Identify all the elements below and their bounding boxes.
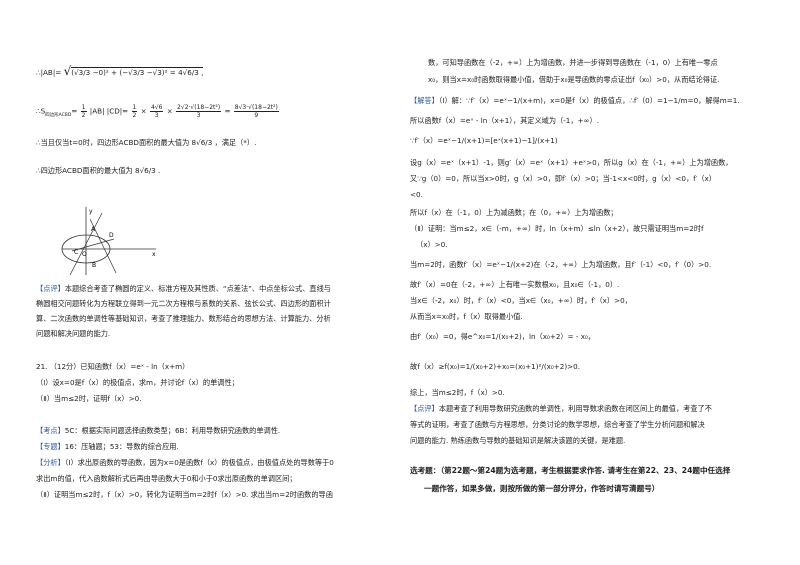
zhuanti-line: 【专题】16：压轴题；53：导数的综合应用. — [36, 442, 179, 451]
comment-line-4: 问题和解决问题的能力. — [36, 329, 111, 338]
right-line-8: <0. — [410, 190, 423, 199]
fenxi-tag: 【分析】 — [36, 458, 65, 467]
question-21-part-1: （Ⅰ）设x=0是f（x）的极值点，求m，并讨论f（x）的单调性； — [36, 378, 239, 387]
ellipse-figure: A C D B O x y — [61, 207, 156, 276]
label-y: y — [89, 208, 93, 215]
right-line-13: 故f′（x）=0在（-2，+∞）上有唯一实数根x₀，且x₀∈（-1，0）. — [410, 280, 620, 289]
kaodian-line: 【考点】5C：根据实际问题选择函数类型；6B：利用导数研究函数的单调性. — [36, 426, 281, 435]
question-21-part-2: （Ⅱ）当m≤2时，证明f（x）>0. — [36, 394, 142, 403]
right-line-18: 综上，当m≤2时，f（x）>0. — [410, 388, 505, 397]
max-area-conclusion: ∴四边形ACBD面积的最大值为 8√6/3 . — [36, 166, 161, 175]
right-line-17: 故f（x）≥f(x₀)=1/(x₀+2)+x₀=(x₀+1)²/(x₀+2)>0… — [410, 362, 581, 371]
right-line-15: 从而当x=x₀时，f（x）取得最小值. — [410, 312, 523, 321]
right-line-11: （x）>0. — [416, 240, 448, 249]
right-line-10: （Ⅱ）证明：当m≤2，x∈（-m，+∞）时，ln（x+m）≤ln（x+2），故只… — [410, 224, 704, 233]
right-line-12: 当m=2时，函数f′（x）=eˣ−1/(x+2)在（-2，+∞）上为增函数，且f… — [410, 260, 712, 269]
line-ab — [69, 212, 103, 276]
dianping-line-1: 【点评】本题考查了利用导数研究函数的单调性，利用导数求函数在闭区间上的最值，考查… — [410, 404, 712, 413]
comment-line-3: 算、二次函数的单调性等基础知识，考查了推理能力、数形结合的思想方法、计算能力、分… — [36, 314, 331, 323]
right-line-6: 设g（x）=eˣ（x+1）-1，则g′（x）=eˣ（x+1）+eˣ>0，所以g（… — [410, 158, 733, 167]
zhuanti-tag: 【专题】 — [36, 442, 65, 451]
label-o: O — [82, 251, 87, 258]
label-b: B — [92, 262, 96, 269]
ab-length-line: ∴|AB|= √(√3/3 −0)² + (−√3/3 −√3)² = 4√6/… — [36, 64, 204, 78]
label-d: D — [109, 232, 114, 239]
dianping-line-3: 问题的能力. 熟练函数与导数的基础知识是解决该题的关键，是难题. — [410, 436, 626, 445]
right-line-2: x₀，则当x=x₀时函数取得最小值，借助于x₀是导函数的零点证出f（x₀）>0，… — [428, 75, 720, 84]
right-line-1: 数，可知导函数在（-2，+∞）上为增函数，并进一步得到导函数在（-1，0）上有唯… — [428, 58, 718, 67]
fenxi-line-3: （Ⅱ）证明当m≤2时，f（x）>0，转化为证明当m=2时f（x）>0. 求出当m… — [36, 490, 333, 499]
label-c: C — [74, 249, 78, 256]
ellipse — [61, 234, 111, 264]
right-line-7: 又∵g（0）=0，所以当x>0时，g（x）>0，即f′（x）>0；当-1<x<0… — [410, 174, 716, 183]
right-line-14: 当x∈（-2，x₀）时，f′（x）<0，当x∈（x₀，+∞）时，f′（x）>0， — [410, 296, 632, 305]
line-extra — [89, 218, 117, 274]
fenxi-line-1: 【分析】（Ⅰ）求出原函数的导函数，因为x=0是函数f（x）的极值点，由极值点处的… — [36, 458, 334, 467]
right-line-9: 所以f（x）在（-1，0）上为减函数；在（0，+∞）上为增函数； — [410, 208, 618, 217]
dianping-tag: 【点评】 — [410, 404, 439, 413]
question-21: 21. （12分）已知函数f（x）=eˣ - ln（x+m） — [36, 362, 190, 371]
max-area-line: ∴当且仅当t=0时，四边形ACBD面积的最大值为 8√6/3 ，满足（*）. — [36, 138, 257, 147]
comment-tag: 【点评】 — [36, 284, 65, 293]
jieda-tag: 【解答】 — [410, 96, 439, 105]
comment-line-2: 椭圆相交问题转化为方程联立得到一元二次方程根与系数的关系、弦长公式、四边形的面积… — [36, 299, 331, 308]
right-line-5: ∵f′（x）=eˣ−1/(x+1)=[eˣ(x+1)−1]/(x+1) — [410, 136, 558, 145]
fenxi-line-2: 求出m的值，代入函数解析式后再由导函数大于0和小于0求出原函数的单调区间； — [36, 474, 297, 483]
kaodian-tag: 【考点】 — [36, 426, 65, 435]
label-x: x — [152, 251, 156, 258]
xuankao-line-1: 选考题：（第22题～第24题为选考题，考生根据要求作答. 请考生在第22、23、… — [410, 466, 731, 475]
line-cd — [71, 238, 115, 252]
right-line-4: 所以函数f（x）=eˣ - ln（x+1），其定义域为（-1，+∞）. — [410, 116, 600, 125]
right-line-16: 由f′（x₀）=0，得e^x₀=1/(x₀+2)，ln（x₀+2）= - x₀， — [410, 332, 596, 341]
dianping-line-2: 等式的证明，考查了函数与方程思想，分类讨论的数学思想，综合考查了学生分析问题和解… — [410, 420, 705, 429]
xuankao-line-2: 一题作答，如果多做，则按所做的第一部分评分，作答时请写清题号） — [424, 484, 660, 493]
ab-length-expr: (√3/3 −0)² + (−√3/3 −√3)² = 4√6/3 , — [71, 67, 204, 77]
comment-line-1: 【点评】本题综合考查了椭圆的定义、标准方程及其性质、“点差法”、中点坐标公式、直… — [36, 284, 331, 293]
label-a: A — [91, 226, 96, 233]
jieda-line: 【解答】（Ⅰ）解：∵f′（x）=eˣ−1/(x+m)，x=0是f（x）的极值点，… — [410, 96, 740, 105]
